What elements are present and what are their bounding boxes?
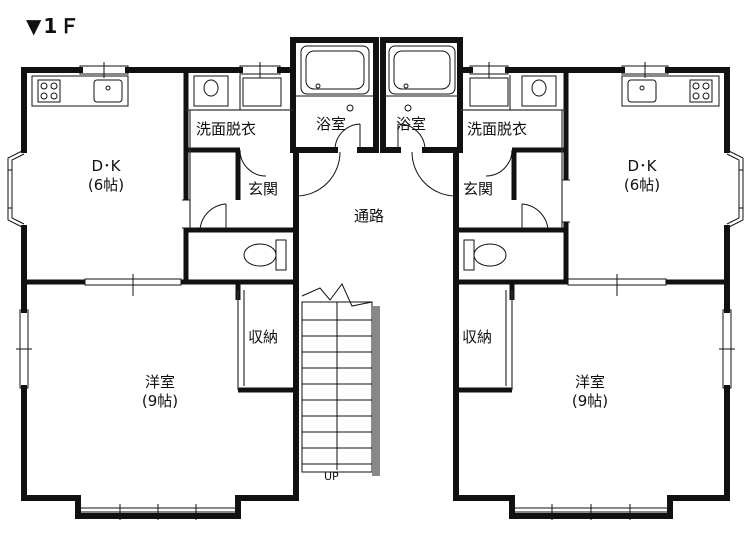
dk-right-name: D･K	[627, 157, 657, 175]
windows	[7, 62, 744, 520]
doors	[199, 123, 549, 231]
entrance-left-label: 玄関	[248, 180, 279, 198]
western-right-size: (9帖)	[571, 392, 609, 410]
bathtubs	[296, 45, 458, 112]
stairs	[301, 283, 373, 473]
western-right-name: 洋室	[574, 373, 606, 391]
thin-walls	[186, 75, 566, 390]
walls	[21, 37, 730, 519]
bath-left-label: 浴室	[316, 115, 347, 133]
western-left-name: 洋室	[144, 373, 176, 391]
western-left-size: (9帖)	[141, 392, 179, 410]
dressing-left-label: 洗面脱衣	[196, 120, 257, 138]
storage-left-label: 収納	[248, 328, 279, 346]
interior-walls	[24, 70, 727, 393]
stair-handrail	[372, 306, 380, 476]
fixtures	[31, 75, 720, 271]
corridor-label: 通路	[354, 207, 385, 225]
stairs-up-label: UP	[324, 470, 339, 483]
dk-left-size: (6帖)	[87, 176, 125, 194]
entrance-right-label: 玄関	[463, 180, 494, 198]
storage-right-label: 収納	[462, 328, 493, 346]
dk-right-size: (6帖)	[623, 176, 661, 194]
floor-label: ▼1Ｆ	[26, 14, 82, 38]
bath-right-label: 浴室	[396, 115, 427, 133]
dk-left-name: D･K	[91, 157, 121, 175]
dressing-right-label: 洗面脱衣	[467, 120, 528, 138]
